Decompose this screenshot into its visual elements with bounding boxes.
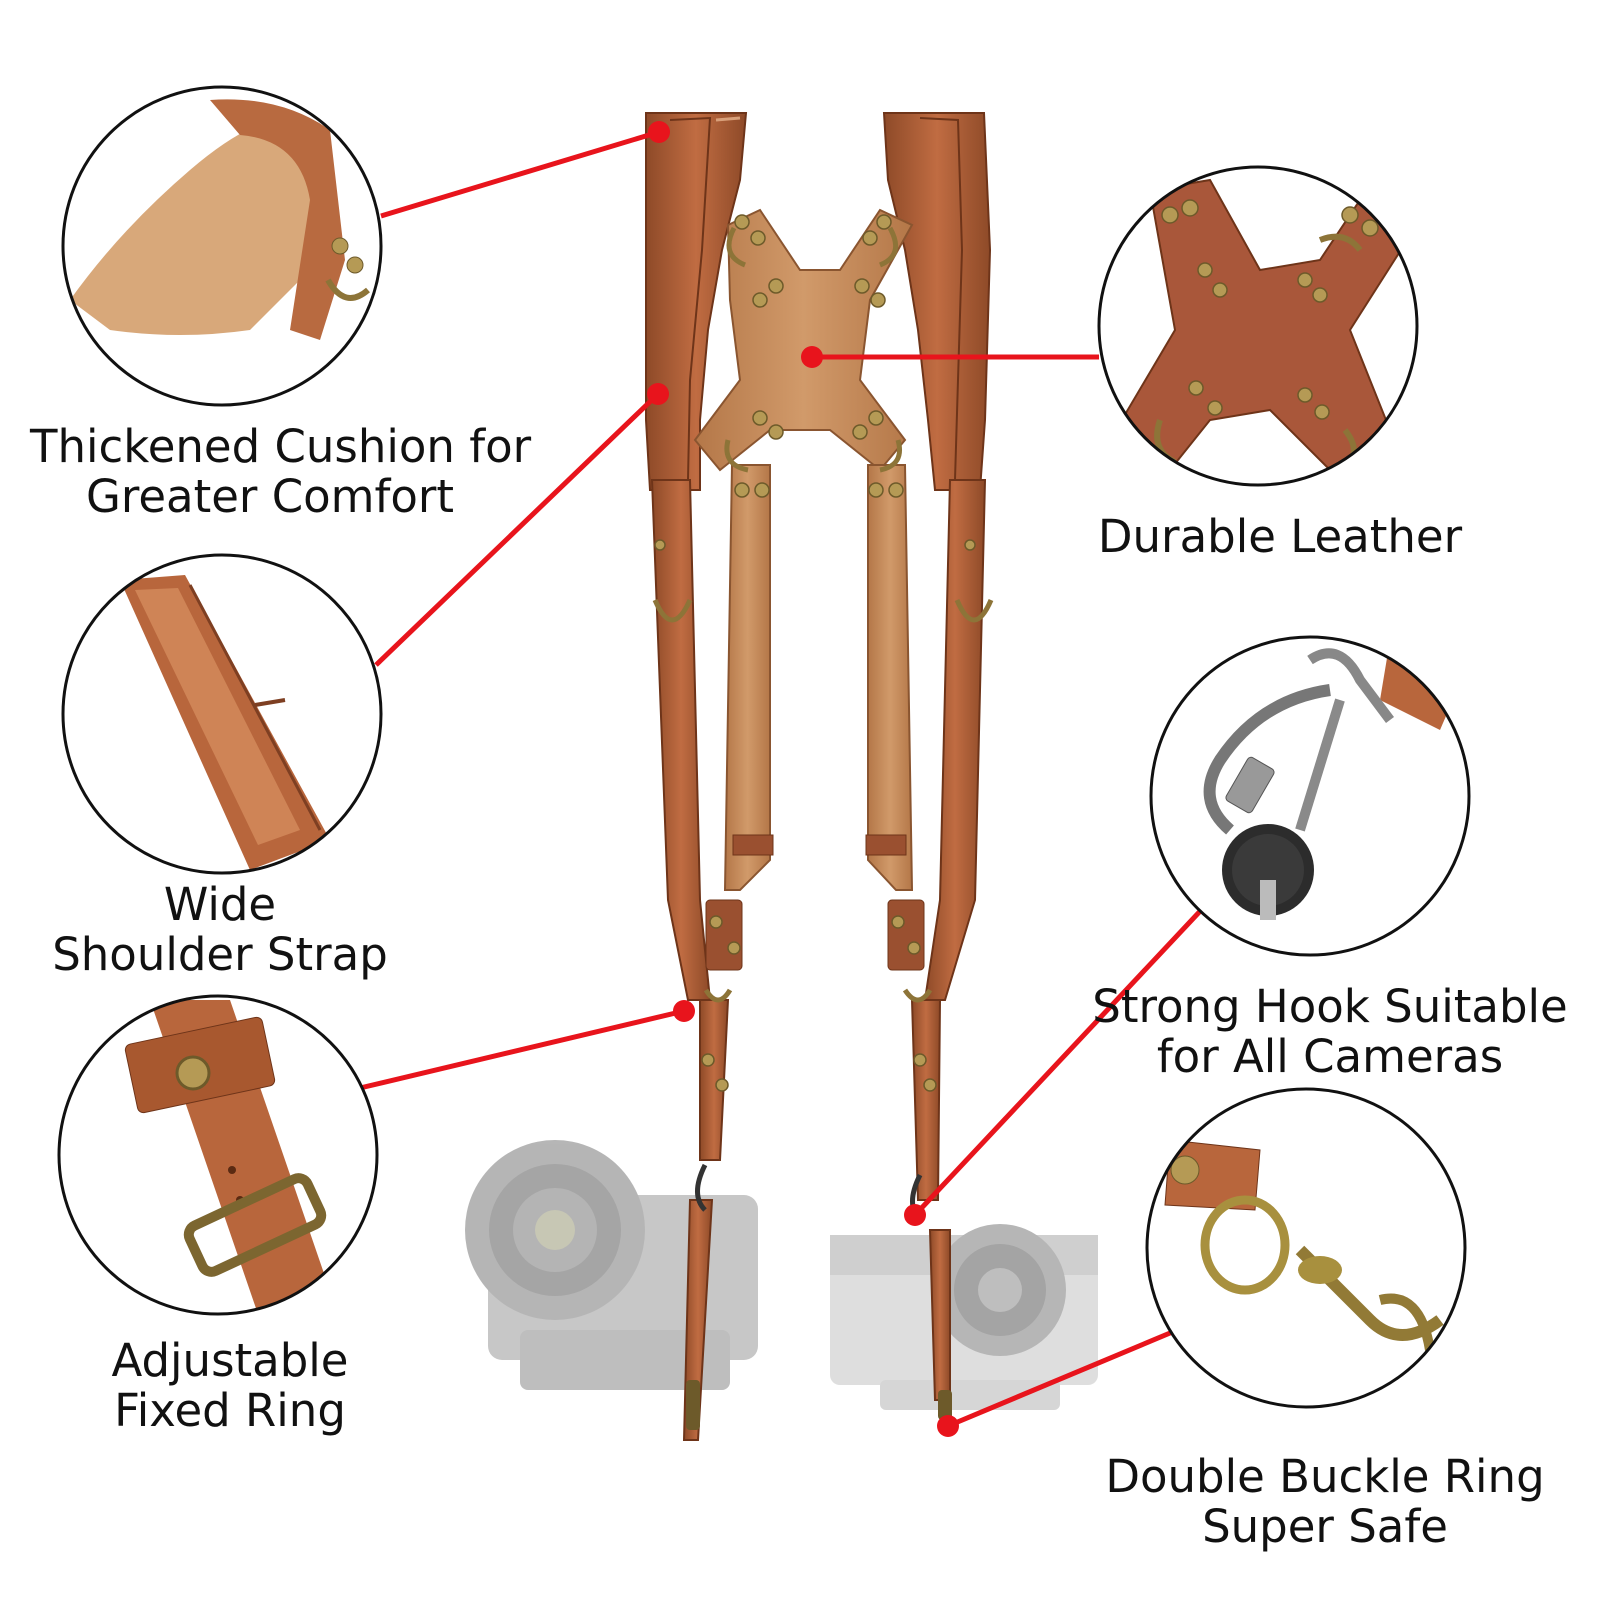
label-wide-shoulder-strap: Wide Shoulder Strap <box>20 880 420 980</box>
label-line: Fixed Ring <box>114 1384 346 1437</box>
camera-icon <box>830 1224 1098 1410</box>
rivet-icon <box>654 214 976 1092</box>
label-line: Thickened Cushion for <box>30 420 532 473</box>
label-line: Double Buckle Ring <box>1105 1450 1545 1503</box>
leather-detail-circle <box>1097 165 1419 487</box>
shoulder-strap-detail-circle <box>61 553 383 875</box>
label-line: Strong Hook Suitable <box>1092 980 1568 1033</box>
label-durable-leather: Durable Leather <box>1080 512 1480 562</box>
cushion-detail-circle <box>61 85 383 407</box>
callout-lines <box>359 121 1206 1437</box>
label-thickened-cushion: Thickened Cushion for Greater Comfort <box>30 420 532 523</box>
label-strong-hook: Strong Hook Suitable for All Cameras <box>1090 982 1570 1082</box>
label-line: Greater Comfort <box>85 470 455 523</box>
label-line: Shoulder Strap <box>52 928 388 981</box>
buckle-detail-circle <box>1145 1087 1467 1409</box>
label-line: Wide <box>163 878 277 931</box>
label-line: for All Cameras <box>1156 1030 1504 1083</box>
label-double-buckle-ring: Double Buckle Ring Super Safe <box>1090 1452 1560 1552</box>
label-line: Super Safe <box>1202 1500 1448 1553</box>
label-adjustable-fixed-ring: Adjustable Fixed Ring <box>30 1336 430 1436</box>
adjustable-ring-detail-circle <box>57 994 379 1316</box>
label-line: Durable Leather <box>1097 510 1463 563</box>
hook-detail-circle <box>1149 635 1471 957</box>
d-ring-icon <box>652 226 994 1003</box>
harness-image <box>645 112 994 1441</box>
label-line: Adjustable <box>111 1334 349 1387</box>
camera-icon <box>465 1140 758 1390</box>
